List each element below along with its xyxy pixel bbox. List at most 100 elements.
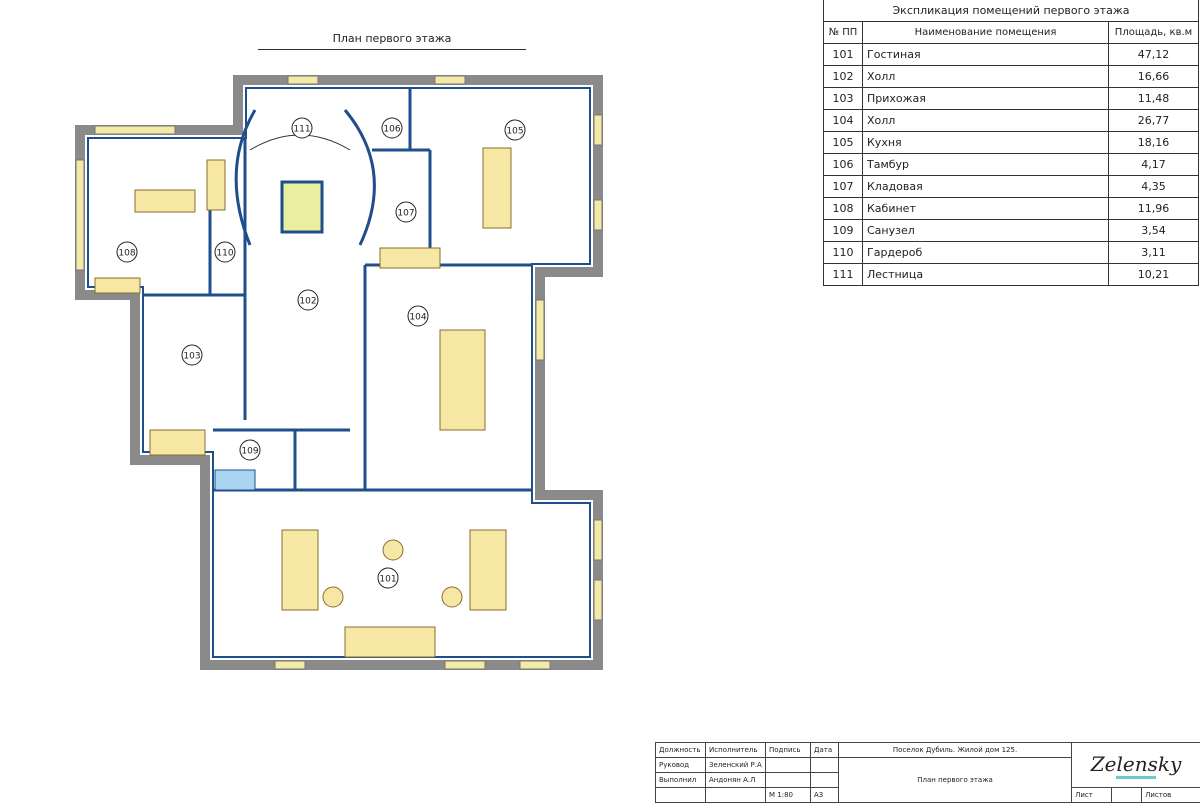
room-num: 103 [823, 87, 863, 110]
room-number: 105 [506, 127, 523, 137]
windows [75, 75, 603, 670]
tb-project: Поселок Дубиль. Жилой дом 125. [837, 742, 1073, 758]
room-label-108: 108 [116, 241, 138, 263]
outer-walls [75, 75, 603, 670]
room-number: 110 [216, 249, 233, 259]
room-label-circle [381, 117, 403, 139]
room-number: 111 [293, 125, 310, 135]
room-area: 18,16 [1108, 131, 1199, 154]
room-num: 105 [823, 131, 863, 154]
room-num: 108 [823, 197, 863, 220]
room-name: Лестница [862, 263, 1109, 286]
room-num: 110 [823, 241, 863, 264]
room-name: Кабинет [862, 197, 1109, 220]
room-name: Кладовая [862, 175, 1109, 198]
floor-plan: 101 102 103 104 105 106 107 108 109 110 111 [75, 75, 603, 670]
tb-role2: Выполнил [655, 772, 706, 788]
room-area: 16,66 [1108, 65, 1199, 88]
room-area: 3,11 [1108, 241, 1199, 264]
room-label-circle [239, 439, 261, 461]
room-number: 104 [409, 313, 426, 323]
room-label-circle [291, 117, 313, 139]
logo: Zelensky [1071, 742, 1200, 788]
room-label-103: 103 [181, 344, 203, 366]
furniture [94, 147, 512, 658]
room-number: 103 [183, 352, 200, 362]
tb-name2: Андонян А.Л [705, 772, 766, 788]
room-name: Гостиная [862, 43, 1109, 66]
room-label-110: 110 [214, 241, 236, 263]
room-number: 101 [379, 575, 396, 585]
room-label-104: 104 [407, 305, 429, 327]
room-number: 107 [397, 209, 414, 219]
room-name: Прихожая [862, 87, 1109, 110]
room-name: Холл [862, 109, 1109, 132]
room-num: 102 [823, 65, 863, 88]
room-name: Тамбур [862, 153, 1109, 176]
room-num: 107 [823, 175, 863, 198]
room-number: 106 [383, 125, 400, 135]
room-number: 109 [241, 447, 258, 457]
room-area: 4,17 [1108, 153, 1199, 176]
room-label-101: 101 [377, 567, 399, 589]
room-label-circle [395, 201, 417, 223]
room-area: 3,54 [1108, 219, 1199, 242]
explication-table: Экспликация помещений первого этажа № ПП… [823, 0, 1199, 286]
room-label-circle [116, 241, 138, 263]
tb-sheets: Листов [1141, 787, 1200, 803]
room-num: 109 [823, 219, 863, 242]
tb-role1: Руковод [655, 757, 706, 773]
plan-title: План первого этажа [258, 32, 526, 50]
room-num: 104 [823, 109, 863, 132]
tb-sheet-title: План первого этажа [837, 757, 1073, 803]
tb-position-header: Должность [655, 742, 706, 758]
room-num: 101 [823, 43, 863, 66]
col-header-name: Наименование помещения [862, 21, 1109, 44]
room-num: 111 [823, 263, 863, 286]
room-label-105: 105 [504, 119, 526, 141]
tb-name1: Зеленский Р.А [705, 757, 766, 773]
room-label-circle [504, 119, 526, 141]
room-labels: 101 102 103 104 105 106 107 108 109 110 111 [116, 117, 526, 589]
room-label-106: 106 [381, 117, 403, 139]
col-header-num: № ПП [823, 21, 863, 44]
room-area: 11,48 [1108, 87, 1199, 110]
room-label-circle [407, 305, 429, 327]
tb-executor-header: Исполнитель [705, 742, 766, 758]
room-label-circle [181, 344, 203, 366]
room-area: 47,12 [1108, 43, 1199, 66]
room-number: 108 [118, 249, 135, 259]
tb-sheet: Лист [1071, 787, 1113, 803]
room-label-102: 102 [297, 289, 319, 311]
room-area: 10,21 [1108, 263, 1199, 286]
room-label-circle [214, 241, 236, 263]
room-area: 11,96 [1108, 197, 1199, 220]
explication-title: Экспликация помещений первого этажа [823, 0, 1199, 22]
tb-sign-header: Подпись [765, 742, 811, 758]
tb-date-header: Дата [810, 742, 839, 758]
room-label-circle [377, 567, 399, 589]
room-label-109: 109 [239, 439, 261, 461]
room-label-107: 107 [395, 201, 417, 223]
room-name: Кухня [862, 131, 1109, 154]
room-name: Холл [862, 65, 1109, 88]
title-block: Должность Исполнитель Подпись Дата Посел… [655, 742, 1200, 803]
tb-scale: М 1:80 [765, 787, 811, 803]
room-area: 26,77 [1108, 109, 1199, 132]
tb-format: А3 [810, 787, 839, 803]
room-num: 106 [823, 153, 863, 176]
room-label-circle [297, 289, 319, 311]
room-number: 102 [299, 297, 316, 307]
room-name: Гардероб [862, 241, 1109, 264]
